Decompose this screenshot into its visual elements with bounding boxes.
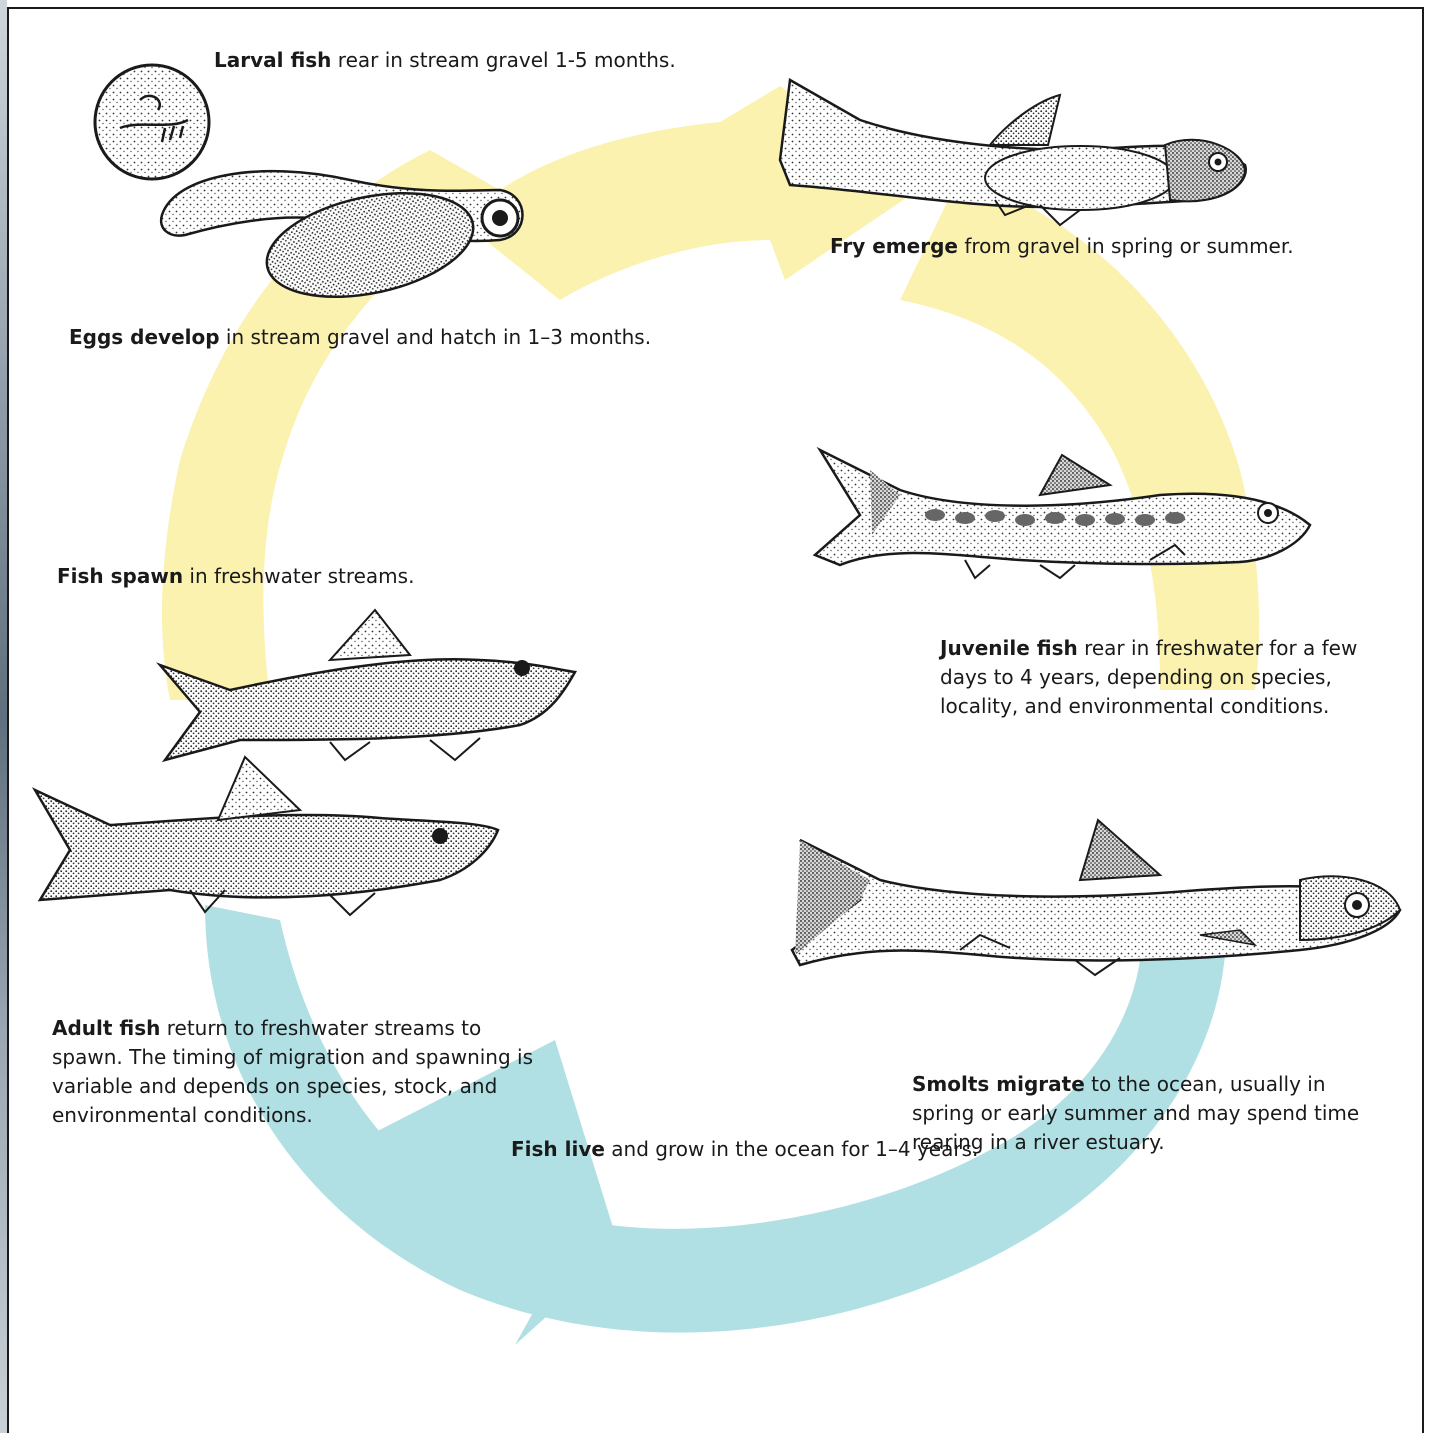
eggs-caption-text: in stream gravel and hatch in 1–3 months… [220, 325, 652, 349]
juvenile-caption-title: Juvenile fish [940, 636, 1078, 660]
spawning-fish-lower-illustration [35, 757, 498, 915]
larval-caption-title: Larval fish [214, 48, 331, 72]
egg-illustration [95, 65, 209, 179]
larval-fish-illustration [161, 171, 522, 314]
fry-caption: Fry emerge from gravel in spring or summ… [830, 232, 1390, 261]
spawn-caption-title: Fish spawn [57, 564, 183, 588]
ocean-caption-text: and grow in the ocean for 1–4 years. [605, 1137, 978, 1161]
juvenile-caption: Juvenile fish rear in freshwater for a f… [940, 634, 1390, 721]
smolt-illustration [792, 820, 1400, 975]
adult-caption: Adult fish return to freshwater streams … [52, 1014, 547, 1130]
ocean-caption: Fish live and grow in the ocean for 1–4 … [511, 1135, 1031, 1164]
larval-caption-text: rear in stream gravel 1-5 months. [331, 48, 675, 72]
fry-caption-title: Fry emerge [830, 234, 958, 258]
spawn-caption-text: in freshwater streams. [183, 564, 414, 588]
larval-caption: Larval fish rear in stream gravel 1-5 mo… [214, 46, 774, 75]
spawn-caption: Fish spawn in freshwater streams. [57, 562, 477, 591]
adult-caption-title: Adult fish [52, 1016, 160, 1040]
eggs-caption: Eggs develop in stream gravel and hatch … [69, 323, 769, 352]
fry-caption-text: from gravel in spring or summer. [958, 234, 1294, 258]
eggs-caption-title: Eggs develop [69, 325, 220, 349]
ocean-caption-title: Fish live [511, 1137, 605, 1161]
smolt-caption-title: Smolts migrate [912, 1072, 1085, 1096]
